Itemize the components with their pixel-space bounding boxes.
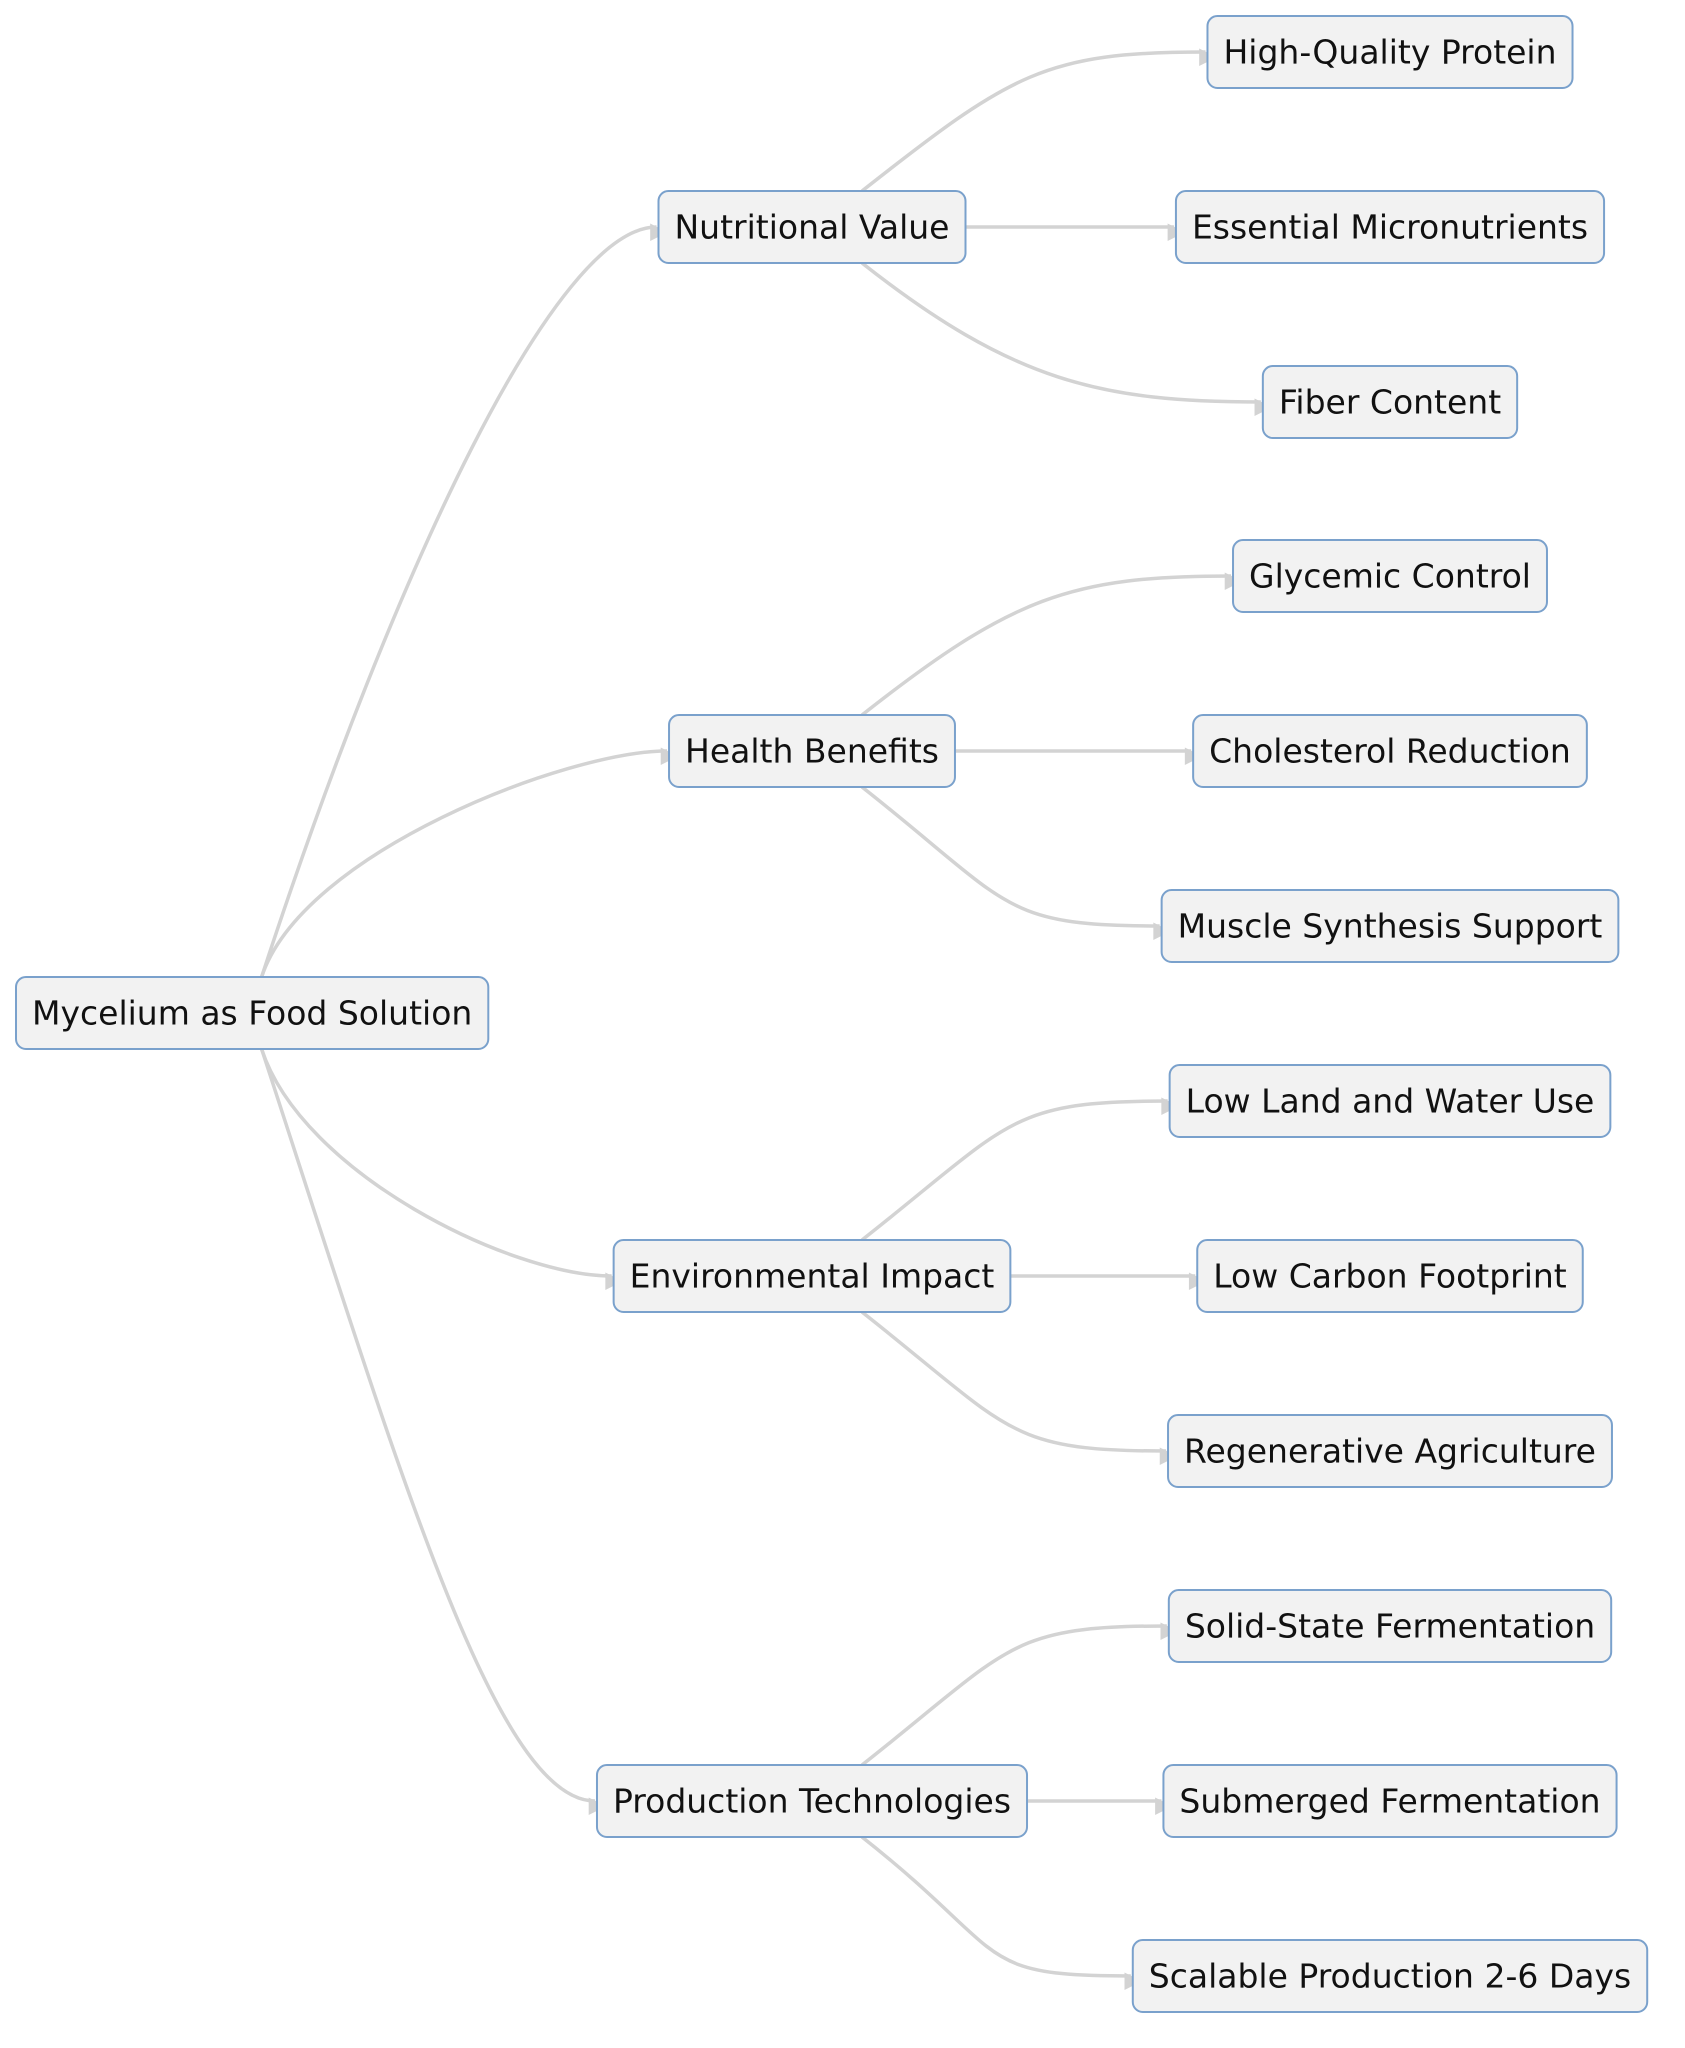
edge-environment-regen xyxy=(860,1310,1178,1465)
node-root: Mycelium as Food Solution xyxy=(15,976,490,1050)
node-submerged: Submerged Fermentation xyxy=(1162,1764,1618,1838)
node-regen: Regenerative Agriculture xyxy=(1167,1414,1613,1488)
node-landwater: Low Land and Water Use xyxy=(1168,1064,1612,1138)
node-label-regen: Regenerative Agriculture xyxy=(1184,1432,1596,1471)
node-box-environment xyxy=(612,1239,1012,1313)
node-label-environment: Environmental Impact xyxy=(630,1257,995,1296)
edge-health-muscle xyxy=(860,785,1171,940)
edge-nutrition-protein xyxy=(860,48,1217,193)
node-health: Health Benefits xyxy=(668,714,956,788)
node-label-nutrition: Nutritional Value xyxy=(675,208,950,247)
node-label-health: Health Benefits xyxy=(685,732,939,771)
edge-root-nutrition xyxy=(259,223,668,978)
edge-nutrition-fiber xyxy=(860,261,1273,416)
node-fiber: Fiber Content xyxy=(1261,365,1519,439)
node-box-fiber xyxy=(1261,365,1519,439)
node-label-protein: High-Quality Protein xyxy=(1223,33,1556,72)
node-environment: Environmental Impact xyxy=(612,1239,1012,1313)
edge-environment-landwater xyxy=(860,1097,1179,1242)
node-label-production: Production Technologies xyxy=(613,1782,1011,1821)
node-cholesterol: Cholesterol Reduction xyxy=(1192,714,1588,788)
node-glycemic: Glycemic Control xyxy=(1232,539,1548,613)
edge-production-scalable xyxy=(860,1835,1142,1990)
node-box-regen xyxy=(1167,1414,1613,1488)
node-solidstate: Solid-State Fermentation xyxy=(1167,1589,1613,1663)
node-box-solidstate xyxy=(1167,1589,1613,1663)
edge-health-glycemic xyxy=(860,572,1243,717)
edge-root-production xyxy=(259,1048,607,1815)
node-label-landwater: Low Land and Water Use xyxy=(1186,1082,1595,1121)
node-box-carbon xyxy=(1196,1239,1584,1313)
node-label-carbon: Low Carbon Footprint xyxy=(1213,1257,1567,1296)
node-label-solidstate: Solid-State Fermentation xyxy=(1185,1607,1595,1646)
node-box-root xyxy=(15,976,490,1050)
node-box-scalable xyxy=(1131,1939,1649,2013)
edge-root-environment xyxy=(259,1048,623,1290)
node-label-root: Mycelium as Food Solution xyxy=(32,994,472,1033)
node-box-protein xyxy=(1206,15,1574,89)
node-box-micronutrients xyxy=(1174,190,1606,264)
node-box-cholesterol xyxy=(1192,714,1588,788)
node-label-submerged: Submerged Fermentation xyxy=(1179,1782,1600,1821)
node-nutrition: Nutritional Value xyxy=(657,190,967,264)
edge-root-health xyxy=(259,747,679,978)
node-micronutrients: Essential Micronutrients xyxy=(1174,190,1606,264)
node-box-production xyxy=(595,1764,1029,1838)
node-label-micronutrients: Essential Micronutrients xyxy=(1192,208,1588,247)
node-scalable: Scalable Production 2-6 Days xyxy=(1131,1939,1649,2013)
node-muscle: Muscle Synthesis Support xyxy=(1160,889,1620,963)
node-protein: High-Quality Protein xyxy=(1206,15,1574,89)
node-production: Production Technologies xyxy=(595,1764,1029,1838)
node-box-landwater xyxy=(1168,1064,1612,1138)
node-label-muscle: Muscle Synthesis Support xyxy=(1178,907,1603,946)
node-label-glycemic: Glycemic Control xyxy=(1249,557,1531,596)
node-box-nutrition xyxy=(657,190,967,264)
node-box-health xyxy=(668,714,956,788)
node-box-submerged xyxy=(1162,1764,1618,1838)
node-label-scalable: Scalable Production 2-6 Days xyxy=(1149,1957,1631,1996)
edge-production-solidstate xyxy=(860,1622,1179,1767)
node-box-glycemic xyxy=(1232,539,1548,613)
node-carbon: Low Carbon Footprint xyxy=(1196,1239,1584,1313)
node-label-fiber: Fiber Content xyxy=(1279,383,1501,422)
node-box-muscle xyxy=(1160,889,1620,963)
node-label-cholesterol: Cholesterol Reduction xyxy=(1209,732,1571,771)
